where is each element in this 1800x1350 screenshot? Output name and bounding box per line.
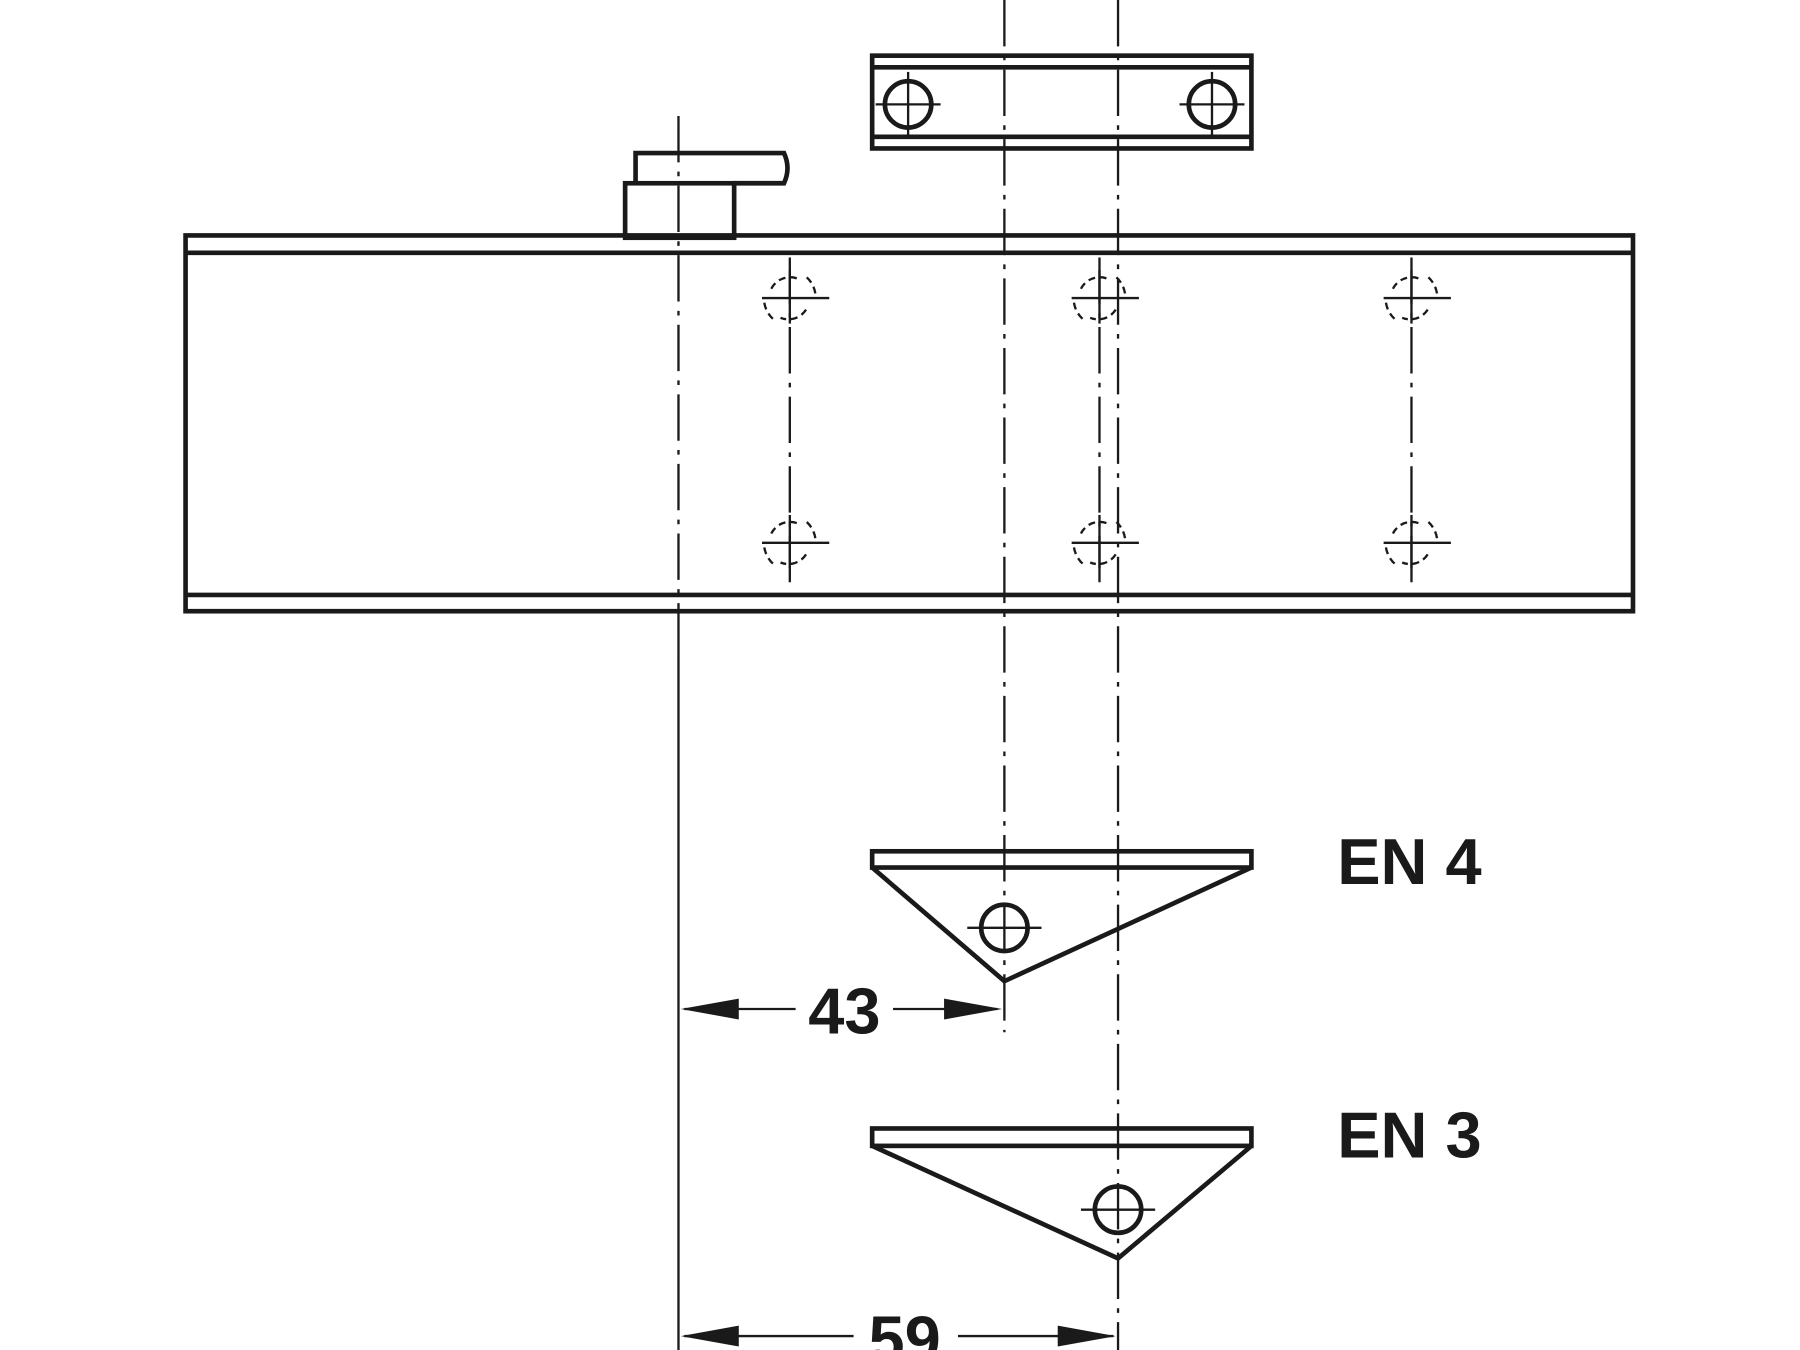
closer-body [183,233,1636,614]
dimension-43: 43 [680,974,1003,1047]
dimension-59: 59 [680,1303,1116,1350]
label-en4: EN 4 [1337,825,1481,898]
top-bracket [869,53,1254,151]
mounting-hole-icon [761,514,830,569]
mounting-hole-icon [1383,514,1451,569]
mounting-holes [761,270,1451,569]
dimension-value-59: 59 [869,1303,941,1350]
mounting-hole-icon [1383,270,1451,324]
mounting-hole-icon [1071,514,1139,569]
dimension-value-43: 43 [808,974,880,1047]
label-en3: EN 3 [1337,1098,1481,1171]
en3-arm-shoe [869,1126,1254,1262]
mounting-hole-icon [761,270,830,324]
en4-arm-shoe [869,848,1254,984]
mounting-hole-icon [1071,270,1139,324]
arm-block [622,150,790,241]
